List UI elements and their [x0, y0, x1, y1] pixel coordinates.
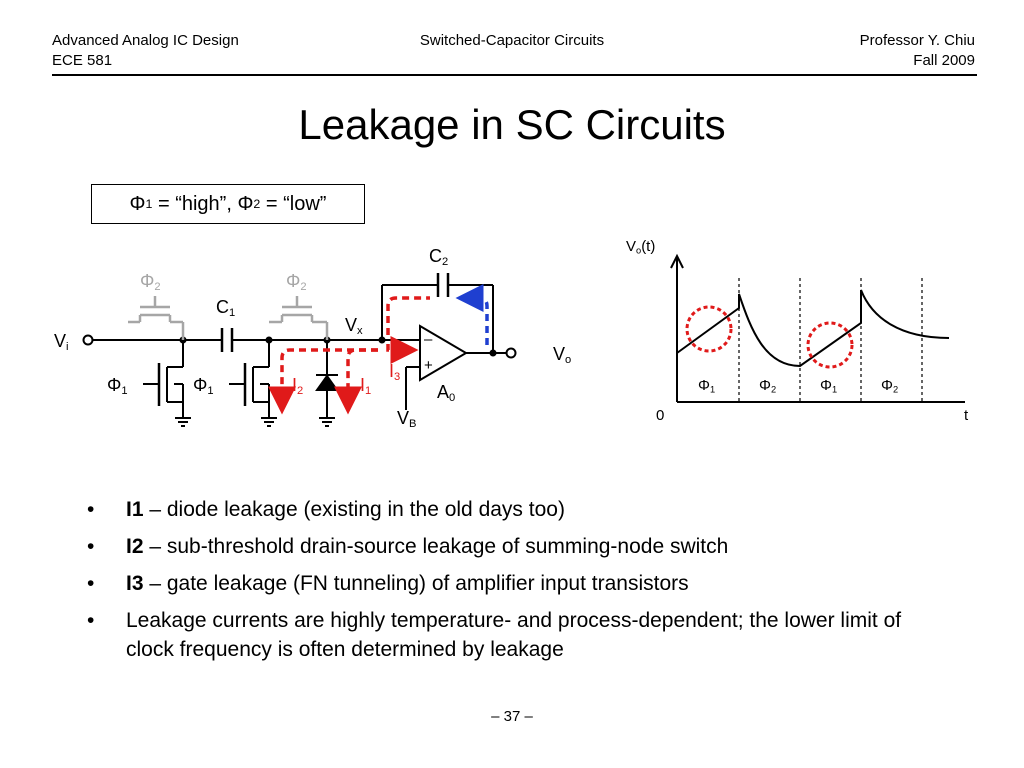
phi1-switch-left [143, 340, 191, 427]
term: Fall 2009 [913, 52, 975, 69]
label-phi1-left: Φ1 [107, 375, 128, 398]
opamp-plus-sign: + [424, 357, 433, 374]
page-number: – 37 – [491, 708, 533, 725]
slide-title: Leakage in SC Circuits [298, 101, 726, 148]
course-title: Advanced Analog IC Design [52, 32, 239, 49]
capacitor-c1 [220, 328, 234, 352]
leakage-i2-arrow [268, 348, 378, 415]
leakage-highlight-1 [685, 305, 733, 353]
diode [315, 340, 339, 427]
waveform-xlabel: t [964, 407, 969, 424]
topic: Switched-Capacitor Circuits [419, 32, 605, 49]
label-vx: Vx [345, 315, 363, 338]
capacitor-c2 [436, 273, 450, 297]
opamp [419, 324, 468, 382]
vo-waveform [676, 289, 950, 368]
waveform-origin: 0 [656, 407, 665, 424]
waveform-phase-4: Φ2 [881, 377, 899, 395]
label-vo: Vo [553, 344, 572, 367]
label-i2: I2 [292, 375, 304, 398]
label-c2: C2 [429, 246, 449, 269]
clock-phi2: Φ [237, 192, 254, 215]
bullet-item: I2 – sub-threshold drain-source leakage … [86, 532, 946, 561]
label-vi: Vi [54, 331, 69, 354]
bullet-item: Leakage currents are highly temperature-… [86, 606, 946, 664]
leakage-i3-arrow [386, 296, 430, 364]
vi-terminal [82, 334, 94, 346]
bullet-list: I1 – diode leakage (existing in the old … [86, 495, 946, 672]
course-code: ECE 581 [52, 52, 113, 69]
label-phi2-left: Φ2 [140, 271, 161, 294]
bullet-item: I3 – gate leakage (FN tunneling) of ampl… [86, 569, 946, 598]
waveform-phase-1: Φ1 [698, 377, 716, 395]
gate-leakage-blue-arrow [455, 284, 489, 345]
course-info: Advanced Analog IC Design ECE 581 [52, 31, 239, 71]
label-phi2-right: Φ2 [286, 271, 307, 294]
phi2-switch-left [128, 296, 185, 340]
phi1-switch-right [229, 340, 277, 427]
bullet-item: I1 – diode leakage (existing in the old … [86, 495, 946, 524]
phi2-switch-right [269, 296, 329, 340]
waveform-phase-2: Φ2 [759, 377, 777, 395]
waveform-phase-3: Φ1 [820, 377, 838, 395]
leakage-i1-arrow [334, 348, 378, 415]
header-divider [52, 74, 977, 76]
label-i3: I3 [389, 361, 401, 384]
label-a0: A0 [437, 382, 456, 405]
vo-terminal [505, 347, 517, 359]
instructor-info: Professor Y. Chiu Fall 2009 [860, 31, 975, 71]
label-c1: C1 [216, 297, 236, 320]
label-i1: I1 [360, 375, 372, 398]
opamp-minus-sign: – [424, 331, 433, 348]
clock-mid: = “high”, [152, 192, 238, 215]
label-phi1-right: Φ1 [193, 375, 214, 398]
clock-end: = “low” [260, 192, 327, 215]
waveform-axes [670, 253, 965, 403]
instructor: Professor Y. Chiu [859, 32, 975, 49]
leakage-highlight-2 [806, 321, 854, 369]
label-vb: VB [397, 408, 417, 431]
clock-phi1: Φ [129, 192, 146, 215]
circuit-diagram [82, 253, 965, 427]
waveform-ylabel: Vo(t) [626, 238, 656, 256]
